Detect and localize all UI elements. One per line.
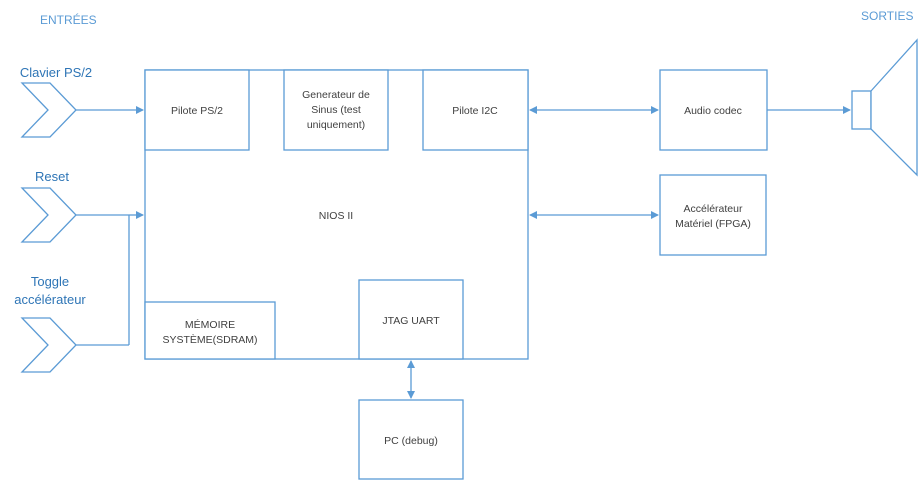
sine-generator-label-line2: Sinus (test [311,104,361,116]
keyboard-chevron-icon [20,82,77,138]
i2c-driver-block [422,69,529,151]
pc-debug-label: PC (debug) [384,435,438,447]
jtag-uart-label: JTAG UART [382,315,440,327]
keyboard-input-label: Clavier PS/2 [20,65,92,80]
pc-debug-block [358,399,464,480]
toggle-input-label-line1: Toggle [31,274,69,289]
system-memory-block [144,301,276,360]
sine-generator-block [283,69,389,151]
speaker-icon [851,38,918,177]
i2c-driver-label: Pilote I2C [452,105,498,117]
hardware-accelerator-block [659,174,767,256]
toggle-input-label-line2: accélérateur [14,292,86,307]
inputs-header: ENTRÉES [40,12,97,27]
audio-codec-label: Audio codec [684,105,742,117]
audio-codec-block [659,69,768,151]
ps2-driver-label: Pilote PS/2 [171,105,223,117]
system-memory-label-line2: SYSTÈME(SDRAM) [162,333,257,346]
sine-generator-label-line3: uniquement) [307,119,365,131]
reset-input-label: Reset [35,169,69,184]
hardware-accelerator-label-line2: Matériel (FPGA) [675,218,751,230]
ps2-driver-block [144,69,250,151]
toggle-chevron-icon [20,317,77,373]
jtag-uart-block [358,279,464,360]
sine-generator-label-line1: Generateur de [302,89,370,101]
hardware-accelerator-label-line1: Accélérateur [684,203,743,215]
nios-ii-title: NIOS II [319,210,353,222]
outputs-header: SORTIES [861,9,913,23]
system-memory-label-line1: MÉMOIRE [185,318,235,331]
reset-chevron-icon [20,187,77,243]
